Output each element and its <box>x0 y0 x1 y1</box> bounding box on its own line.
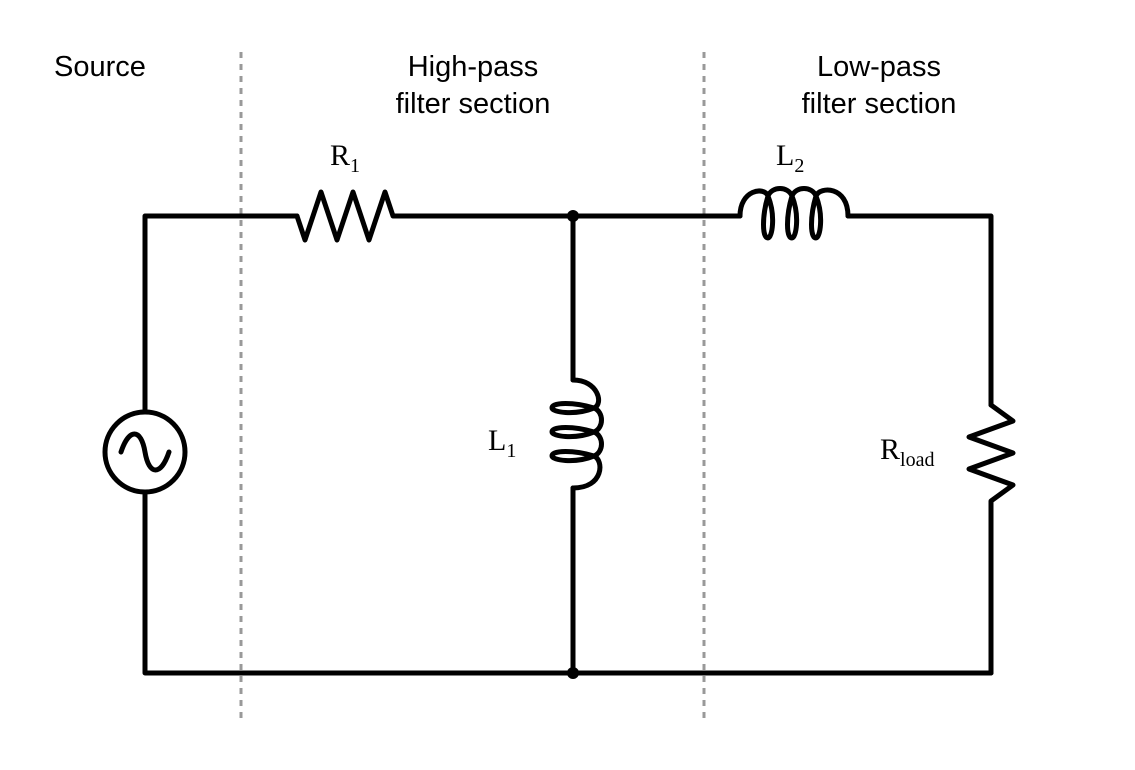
low-pass-label-line1: Low-pass <box>817 51 941 83</box>
ac-source-icon <box>102 409 188 495</box>
source-wire-top <box>142 213 300 415</box>
source-section-label: Source <box>54 51 146 83</box>
inductor-l1 <box>549 377 604 491</box>
source-wire-bottom <box>142 489 994 676</box>
inductor-l2 <box>737 186 851 241</box>
resistor-rload <box>966 402 1016 676</box>
sine-wave-icon <box>118 431 172 473</box>
high-pass-label-line2: filter section <box>396 88 551 120</box>
l2-wire-right <box>845 213 994 408</box>
low-pass-label-line2: filter section <box>802 88 957 120</box>
rload-label: Rload <box>880 433 934 471</box>
high-pass-label-line1: High-pass <box>408 51 539 83</box>
r1-label: R1 <box>330 139 360 177</box>
l2-label: L2 <box>776 139 804 177</box>
resistor-r1 <box>294 189 576 243</box>
l1-label: L1 <box>488 424 516 462</box>
